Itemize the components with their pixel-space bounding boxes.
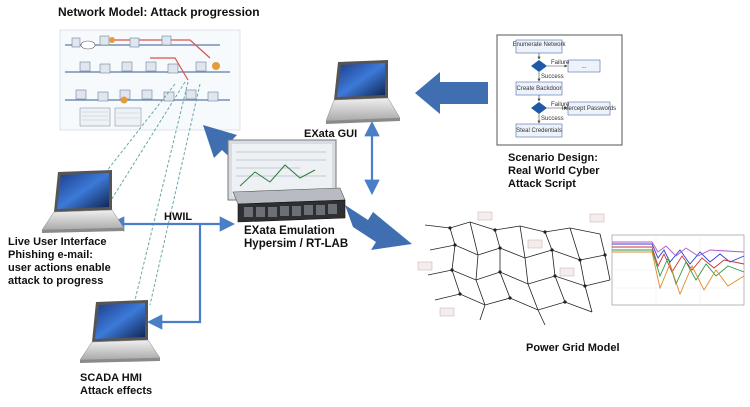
network-model-title: Network Model: Attack progression <box>58 5 260 19</box>
exata-gui-label: EXata GUI <box>304 128 358 140</box>
flow-steal: Steal Credentials <box>516 128 562 134</box>
waveform-plot <box>611 234 745 306</box>
arrow-emulation-to-grid <box>345 205 412 250</box>
scenario-line-2: Real World Cyber <box>508 165 600 177</box>
flow-failure-1: Failure <box>551 60 570 66</box>
scada-line-2: Attack effects <box>80 385 153 397</box>
scada-line-1: SCADA HMI <box>80 372 142 384</box>
dashed-links <box>79 81 201 306</box>
scenario-line-1: Scenario Design: <box>508 152 598 164</box>
scenario-flowchart: Enumerate Network ... Create Backdoor In… <box>496 34 623 146</box>
live-ui-laptop-icon <box>41 170 125 233</box>
flow-ellipsis: ... <box>581 64 586 70</box>
flow-intercept: Intercept Passwords <box>562 106 616 112</box>
power-grid-label: Power Grid Model <box>526 342 620 354</box>
network-model-diagram <box>59 29 241 131</box>
emulation-line-2: Hypersim / RT-LAB <box>244 238 349 250</box>
live-ui-line-4: attack to progress <box>8 275 104 287</box>
power-grid-network <box>412 205 617 330</box>
hwil-links <box>108 120 380 330</box>
emulation-rack-icon <box>227 139 346 223</box>
flow-create-backdoor: Create Backdoor <box>516 86 561 92</box>
emulation-line-1: EXata Emulation <box>244 225 335 237</box>
scenario-line-3: Attack Script <box>508 178 576 190</box>
flow-enumerate: Enumerate Network <box>512 42 566 48</box>
live-ui-line-2: Phishing e-mail: <box>8 249 93 261</box>
scenario-design-label: Scenario Design: Real World Cyber Attack… <box>508 152 600 191</box>
hwil-label: HWIL <box>164 211 193 223</box>
live-ui-line-1: Live User Interface <box>8 236 107 248</box>
flow-failure-2: Failure <box>551 102 570 108</box>
scada-laptop-icon <box>79 300 161 363</box>
flow-success-2: Success <box>541 116 564 122</box>
scada-label: SCADA HMI Attack effects <box>80 372 152 398</box>
flow-success-1: Success <box>541 74 564 80</box>
live-ui-line-3: user actions enable <box>8 262 111 274</box>
exata-gui-laptop-icon <box>325 60 401 124</box>
live-ui-label: Live User Interface Phishing e-mail: use… <box>8 236 111 288</box>
arrow-scenario-to-gui <box>415 72 488 114</box>
emulation-label: EXata Emulation Hypersim / RT-LAB <box>244 225 348 251</box>
